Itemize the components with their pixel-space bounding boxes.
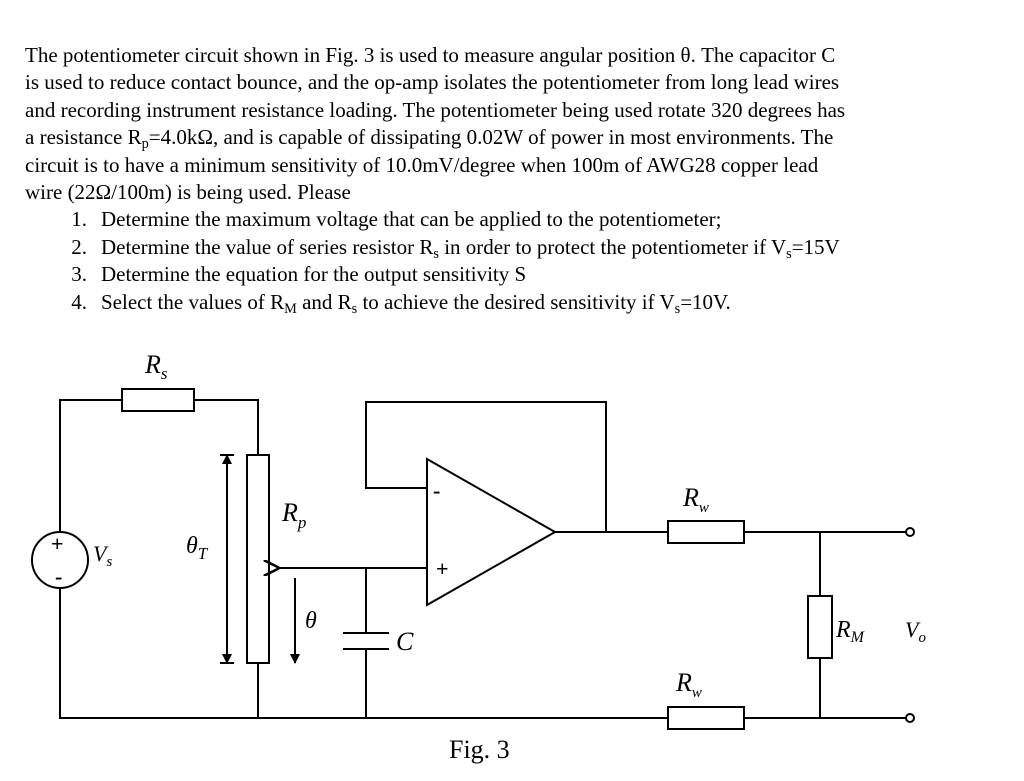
problem-statement: The potentiometer circuit shown in Fig. … bbox=[25, 42, 1010, 316]
task-item-2: 2. Determine the value of series resisto… bbox=[25, 234, 1010, 261]
wire-source-top bbox=[59, 399, 122, 532]
task-subscript: s bbox=[433, 245, 439, 262]
task-text: Determine the maximum voltage that can b… bbox=[101, 207, 722, 232]
output-terminal-top bbox=[905, 527, 915, 537]
opamp-plus-sign: + bbox=[436, 556, 449, 581]
intro-line-5: circuit is to have a minimum sensitivity… bbox=[25, 152, 819, 177]
rs-label: Rs bbox=[144, 350, 168, 383]
rp-label: Rp bbox=[281, 498, 306, 532]
task-text-part: =10V. bbox=[680, 289, 731, 314]
output-terminal-bottom bbox=[905, 713, 915, 723]
source-minus-sign: - bbox=[55, 564, 62, 589]
theta-t-label: θT bbox=[186, 533, 209, 563]
task-text-part: and R bbox=[296, 289, 352, 314]
rp-text-after: =4.0kΩ, and is capable of dissipating 0.… bbox=[148, 125, 834, 150]
intro-line-6: wire (22Ω/100m) is being used. Please bbox=[25, 180, 351, 205]
task-subscript: M bbox=[284, 300, 297, 317]
potentiometer-rp bbox=[246, 454, 270, 664]
task-text-part: =15V bbox=[791, 234, 840, 259]
wire-ground-rail bbox=[59, 588, 668, 719]
task-text-part: in order to protect the potentiometer if… bbox=[438, 234, 787, 259]
theta-label: θ bbox=[305, 608, 317, 634]
task-number: 3. bbox=[71, 262, 87, 287]
resistor-rs bbox=[121, 388, 195, 412]
resistor-rm bbox=[807, 595, 833, 659]
intro-line-1: The potentiometer circuit shown in Fig. … bbox=[25, 43, 836, 67]
voltage-source bbox=[31, 531, 89, 589]
rp-text-before: a resistance R bbox=[25, 125, 142, 150]
resistor-rw-bottom bbox=[667, 706, 745, 730]
capacitor-label: C bbox=[396, 627, 414, 656]
task-subscript: s bbox=[674, 300, 681, 317]
rw-top-label: Rw bbox=[682, 483, 709, 516]
intro-line-4: a resistance Rp=4.0kΩ, and is capable of… bbox=[25, 124, 1010, 151]
task-text: Determine the value of series resistor R… bbox=[101, 234, 840, 261]
task-subscript: s bbox=[351, 300, 358, 317]
task-number: 1. bbox=[71, 207, 87, 232]
vs-label: Vs bbox=[93, 541, 112, 570]
theta-t-ticks bbox=[220, 454, 234, 664]
task-subscript: s bbox=[786, 245, 792, 262]
task-text-part: to achieve the desired sensitivity if V bbox=[357, 289, 675, 314]
wire-feedback bbox=[365, 401, 607, 532]
source-plus-sign: + bbox=[51, 531, 64, 556]
task-item-4: 4. Select the values of RM and Rs to ach… bbox=[25, 289, 1010, 316]
rp-subscript: p bbox=[141, 136, 149, 153]
capacitor bbox=[343, 568, 389, 718]
task-text-part: Select the values of R bbox=[101, 289, 285, 314]
task-text: Select the values of RM and Rs to achiev… bbox=[101, 289, 731, 316]
task-number: 4. bbox=[71, 289, 87, 314]
task-list: 1. Determine the maximum voltage that ca… bbox=[25, 206, 1010, 316]
rm-label: RM bbox=[835, 617, 866, 646]
task-text-part: Determine the value of series resistor R bbox=[101, 234, 434, 259]
resistor-rw-top bbox=[667, 520, 745, 544]
task-item-3: 3. Determine the equation for the output… bbox=[25, 261, 1010, 288]
task-item-1: 1. Determine the maximum voltage that ca… bbox=[25, 206, 1010, 233]
figure-caption: Fig. 3 bbox=[449, 735, 510, 764]
task-text: Determine the equation for the output se… bbox=[101, 262, 527, 287]
rw-bottom-label: Rw bbox=[675, 668, 702, 701]
opamp-minus-sign: - bbox=[433, 478, 440, 503]
vo-label: Vo bbox=[905, 617, 926, 646]
wire-rs-to-pot bbox=[194, 399, 259, 455]
intro-line-2: is used to reduce contact bounce, and th… bbox=[25, 70, 840, 95]
task-number: 2. bbox=[71, 234, 87, 259]
intro-line-3: and recording instrument resistance load… bbox=[25, 97, 846, 122]
opamp-triangle bbox=[426, 457, 558, 607]
